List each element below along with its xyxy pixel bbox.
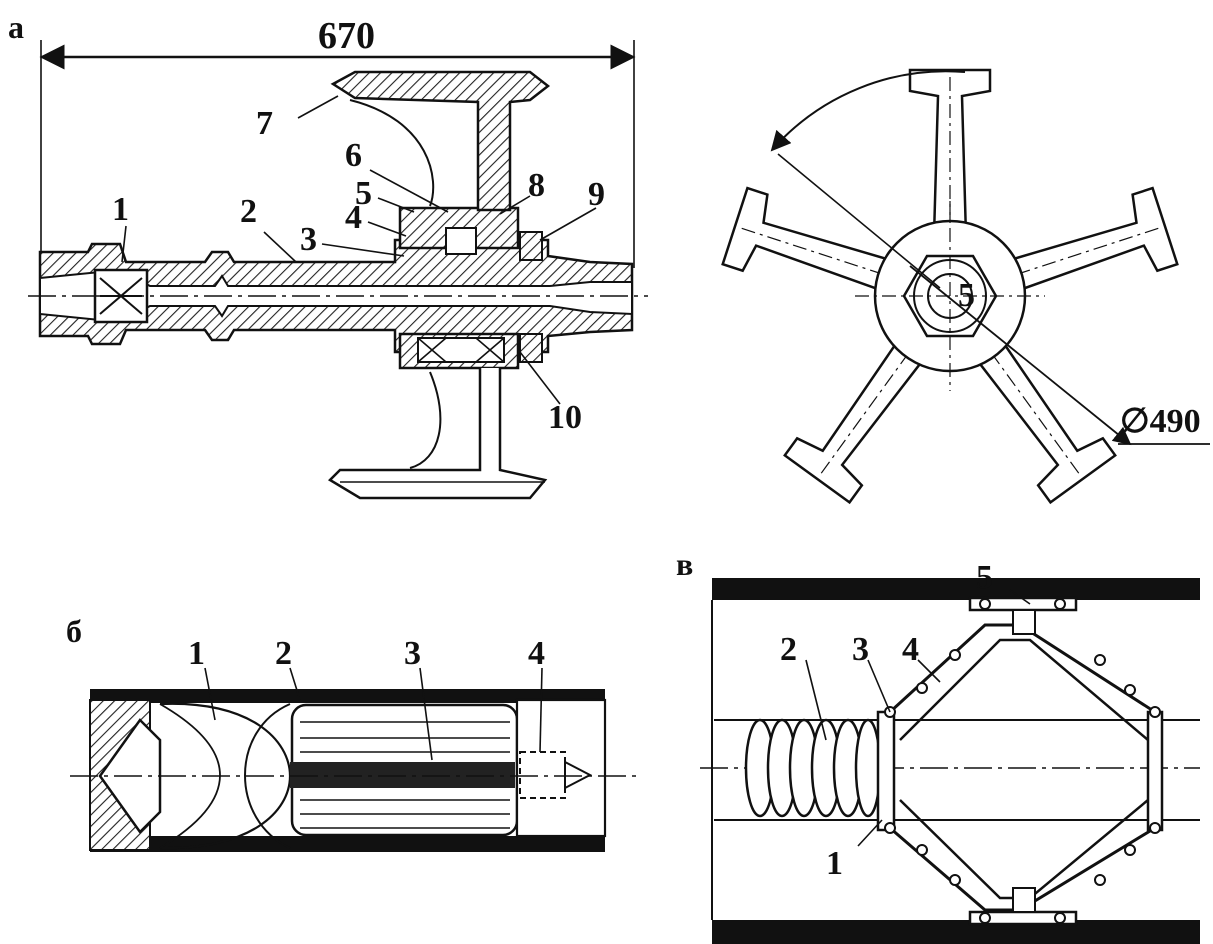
angle-arc	[770, 70, 966, 152]
part-label-a-4: 4	[345, 199, 362, 236]
panel-a-end-view	[721, 68, 1210, 505]
linkage-lower	[889, 826, 1156, 912]
pipe-wall-bottom-v	[712, 920, 1200, 944]
pipe-wall-bottom-b	[90, 836, 605, 852]
part-label-a-7: 7	[256, 105, 273, 142]
star-arm-4	[783, 334, 929, 505]
leader-6	[369, 169, 449, 213]
pressure-plate	[876, 710, 896, 832]
drum-ribs	[300, 721, 510, 829]
diameter-leader	[909, 265, 1132, 446]
leader-4	[367, 221, 407, 237]
blade-curve-upper	[349, 99, 435, 207]
lock-nut	[519, 231, 543, 261]
part-label-a-10: 10	[548, 399, 582, 436]
part-label-v-3: 3	[852, 631, 869, 668]
rotor-blade-upper	[330, 70, 551, 212]
leader-5	[377, 197, 415, 213]
part-label-a-3: 3	[300, 221, 317, 258]
pipe-wall-top-b	[90, 689, 605, 703]
dimension-label-670: 670	[318, 15, 375, 57]
star-arm-3	[971, 334, 1117, 505]
part-label-v-5: 5	[976, 559, 993, 596]
part-label-v-1: 1	[826, 845, 843, 882]
part-label-a-9: 9	[588, 176, 605, 213]
end-plate	[1146, 710, 1164, 832]
star-arm-5	[721, 186, 899, 294]
leader-10	[519, 351, 561, 405]
leader-2	[263, 231, 297, 263]
leader-7	[297, 95, 339, 119]
part-label-a-5: 5	[355, 175, 372, 212]
part-label-a-1: 1	[112, 191, 129, 228]
pivot-joints	[884, 598, 1161, 924]
linkage-upper	[888, 623, 1156, 714]
panel-a-section-drawing	[28, 40, 648, 500]
part-label-v-2: 2	[780, 631, 797, 668]
angle-ray	[777, 153, 941, 289]
part-label-end-5: 5	[958, 277, 975, 314]
leader-9	[539, 207, 597, 241]
part-label-a-2: 2	[240, 193, 257, 230]
spring-coil	[744, 718, 882, 818]
part-label-b-2: 2	[275, 635, 292, 672]
star-arm-1	[908, 68, 992, 237]
leader-3	[321, 243, 405, 257]
part-label-b-4: 4	[528, 635, 545, 672]
part-label-b-1: 1	[188, 635, 205, 672]
diameter-label-490: ∅490	[1120, 403, 1201, 440]
blade-curve-lower	[409, 371, 442, 469]
rotor-blade-lower	[327, 368, 548, 500]
part-label-v-4: 4	[902, 631, 919, 668]
bearing-race-upper	[445, 227, 477, 255]
panel-b-drawing	[70, 667, 640, 852]
leader-8	[499, 195, 531, 215]
part-label-a-6: 6	[345, 137, 362, 174]
leader-1	[121, 225, 127, 263]
panel-v-drawing	[700, 578, 1200, 944]
panel-label-v: в	[676, 546, 693, 582]
star-arm-2	[1001, 186, 1179, 294]
part-label-a-8: 8	[528, 167, 545, 204]
panel-label-a: а	[8, 9, 24, 45]
panel-label-b: б	[66, 613, 82, 649]
pipe-wall-top-v	[712, 578, 1200, 600]
part-label-b-3: 3	[404, 635, 421, 672]
